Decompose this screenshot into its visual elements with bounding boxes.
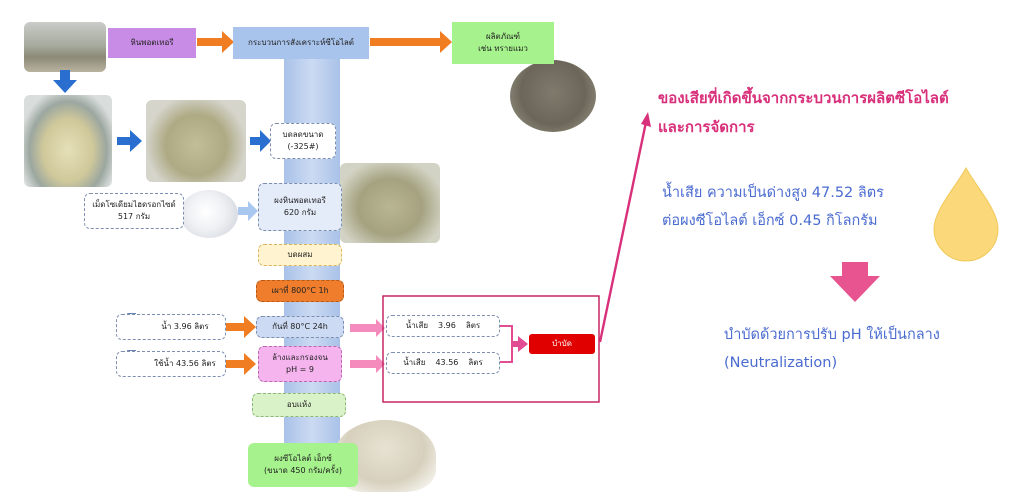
final-size-label: (ขนาด 450 กรัม/ครั้ง): [264, 466, 342, 475]
waste-2-amount: 43.56: [435, 358, 459, 367]
waste-outline-box: [382, 295, 600, 403]
grind-label: บดลดขนาด: [282, 130, 324, 139]
treat-label: บำบัด: [552, 339, 572, 348]
product-box: ผลิตภัณฑ์ เช่น ทรายแมว: [452, 22, 554, 64]
zeolite-rock-label: หินพอตเทอรี: [130, 38, 174, 47]
mix-box: บดผสม: [258, 244, 342, 266]
arrow-water-in: [226, 316, 256, 338]
arrow-waste-merge-lines: [500, 325, 513, 363]
arrow-stir-to-waste: [350, 319, 385, 337]
water-in-label: น้ำ 3.96 ลิตร: [161, 322, 209, 331]
quarry-photo: [24, 22, 106, 72]
crushed-rock-photo: [146, 100, 246, 182]
mix-label: บดผสม: [287, 250, 313, 259]
synthesis-box: กระบวนการสังเคราะห์ซีโอไลต์: [233, 27, 369, 59]
waste-1-box: น้ำเสีย 3.96 ลิตร: [386, 315, 500, 337]
waste-1-unit: ลิตร: [465, 321, 481, 330]
product-label: ผลิตภัณฑ์: [485, 32, 521, 41]
naoh-pellets-photo: [180, 190, 238, 238]
arrow-rock-to-synthesis: [197, 31, 234, 53]
wash-box: ล้างและกรองจน pH = 9: [258, 346, 342, 382]
water-in-box: น้ำ 3.96 ลิตร: [116, 314, 226, 340]
summary-description: น้ำเสีย ความเป็นด่างสูง 47.52 ลิตร ต่อผง…: [662, 180, 884, 235]
waste-2-label: น้ำเสีย: [403, 358, 426, 367]
grind-mesh-label: (-325#): [287, 142, 319, 151]
waste-2-box: น้ำเสีย 43.56 ลิตร: [386, 352, 500, 374]
summary-treat-line1: บำบัดด้วยการปรับ pH ให้เป็นกลาง: [724, 327, 940, 343]
wash-water-box: ใช้น้ำ 43.56 ลิตร: [116, 351, 226, 377]
summary-desc-line2: ต่อผงซีโอไลต์ เอ็กซ์ 0.45 กิโลกรัม: [662, 212, 878, 229]
arrow-synthesis-to-product: [370, 31, 452, 53]
powder-amount-label: 620 กรัม: [283, 208, 317, 217]
wash-water-label: ใช้น้ำ 43.56 ลิตร: [154, 359, 216, 368]
summary-treatment: บำบัดด้วยการปรับ pH ให้เป็นกลาง (Neutral…: [724, 322, 940, 377]
arrow-wash-water: [226, 353, 256, 375]
dry-box: อบแห้ง: [252, 393, 346, 417]
stir-label: กันที่ 80°C 24h: [272, 322, 328, 331]
pottery-powder-photo: [340, 163, 440, 243]
synthesis-label: กระบวนการสังเคราะห์ซีโอไลต์: [248, 38, 354, 47]
arrow-naoh-to-powder: [238, 201, 258, 221]
arrow-crushed-to-grind: [250, 130, 271, 152]
treat-box: บำบัด: [529, 334, 595, 354]
arrow-rock-to-crushed: [117, 130, 142, 152]
final-product-label: ผงซีโอไลต์ เอ็กซ์: [274, 454, 332, 463]
calcine-box: เผาที่ 800°C 1h: [256, 280, 344, 302]
wastewater-drop-icon: [933, 166, 999, 262]
waste-1-label: น้ำเสีย: [405, 321, 429, 330]
zeolite-rock-box: หินพอตเทอรี: [108, 28, 196, 58]
pottery-rock-photo: [24, 95, 112, 187]
naoh-label: เม็ดโซเดียมไฮดรอกไซด์: [92, 200, 176, 209]
waste-2-unit: ลิตร: [468, 358, 483, 367]
summary-title-line2: และการจัดการ: [658, 117, 755, 136]
powder-label: ผงหินพอตเทอรี: [274, 196, 326, 205]
summary-treat-line2: (Neutralization): [724, 354, 838, 371]
arrow-quarry-down: [53, 70, 77, 93]
summary-title: ของเสียที่เกิดขึ้นจากกระบวนการผลิตซีโอไล…: [658, 84, 949, 141]
powder-box: ผงหินพอตเทอรี 620 กรัม: [258, 183, 342, 231]
dry-label: อบแห้ง: [286, 400, 312, 409]
summary-desc-line1: น้ำเสีย ความเป็นด่างสูง 47.52 ลิตร: [662, 185, 884, 201]
waste-1-amount: 3.96: [438, 321, 456, 330]
treatment-down-arrow: [830, 262, 880, 302]
naoh-box: เม็ดโซเดียมไฮดรอกไซด์ 517 กรัม: [84, 193, 184, 229]
wash-label: ล้างและกรองจน: [272, 353, 328, 362]
naoh-amount-label: 517 กรัม: [117, 212, 151, 221]
grind-box: บดลดขนาด (-325#): [270, 123, 336, 159]
cat-litter-photo: [510, 60, 596, 132]
arrow-to-summary: [598, 121, 648, 343]
calcine-label: เผาที่ 800°C 1h: [271, 286, 329, 295]
summary-title-line1: ของเสียที่เกิดขึ้นจากกระบวนการผลิตซีโอไล…: [658, 89, 949, 107]
arrow-waste-to-treat: [512, 336, 528, 352]
arrow-wash-to-waste: [350, 355, 385, 373]
product-example-label: เช่น ทรายแมว: [478, 44, 528, 53]
final-product-box: ผงซีโอไลต์ เอ็กซ์ (ขนาด 450 กรัม/ครั้ง): [248, 443, 358, 487]
stir-box: กันที่ 80°C 24h: [256, 316, 344, 338]
wash-ph-label: pH = 9: [286, 365, 314, 374]
